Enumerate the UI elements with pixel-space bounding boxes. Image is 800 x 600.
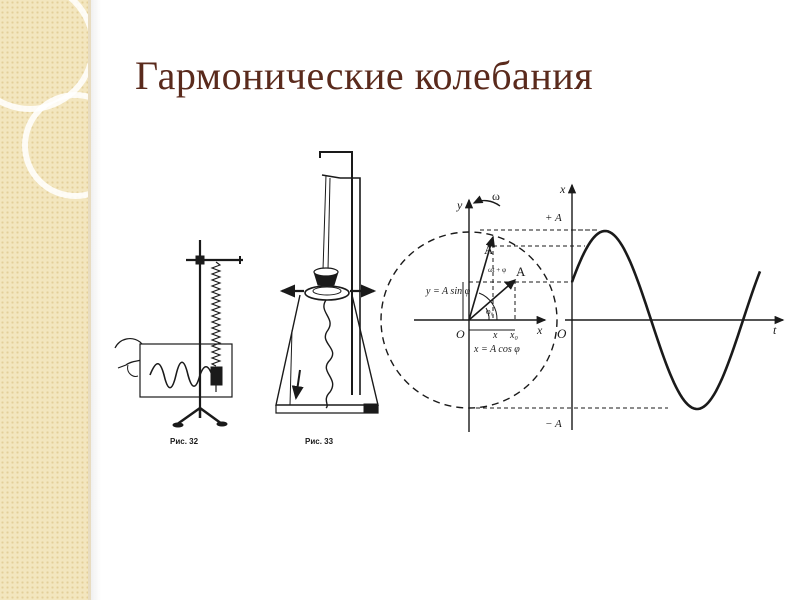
- phase-label: ωt + φ: [488, 266, 506, 274]
- y-equals-label: y = A sin φ: [425, 286, 471, 297]
- vector-A: [468, 235, 495, 321]
- vector-A0-label: A: [516, 264, 526, 279]
- x-mark-label: x: [492, 330, 498, 341]
- fig33-funnel-drawing: [275, 151, 379, 414]
- fig33-caption: Рис. 33: [305, 437, 334, 446]
- wave-origin-label: O: [557, 326, 567, 341]
- phasor-x-label: x: [536, 323, 543, 337]
- x0-mark-label: x₀: [509, 330, 518, 341]
- wave-t-label: t: [773, 323, 777, 337]
- fig32-caption: Рис. 32: [170, 437, 199, 446]
- rotation-arrow: [472, 195, 501, 207]
- phasor-y-label: y: [456, 198, 463, 212]
- x-equals-label: x = A cos φ: [473, 344, 520, 355]
- phasor-diagram: [380, 195, 668, 432]
- slide-title: Гармонические колебания: [135, 53, 594, 98]
- decorative-ring: [22, 92, 129, 199]
- minus-A-label: − A: [545, 418, 562, 430]
- band-shadow: [91, 0, 101, 600]
- phi0-label: φ₀: [486, 307, 494, 316]
- wave-x-label: x: [559, 182, 566, 196]
- omega-label: ω: [492, 189, 500, 203]
- phasor-origin-label: O: [456, 327, 465, 341]
- vector-A0: [468, 278, 517, 321]
- band-edge: [88, 0, 91, 600]
- point-A-label: A: [484, 242, 494, 257]
- sine-curve: [570, 229, 762, 411]
- wave-graph: [565, 183, 785, 430]
- plus-A-label: + A: [545, 212, 562, 224]
- fig32-stand-drawing: [114, 240, 243, 428]
- decorative-left-band: [0, 0, 129, 600]
